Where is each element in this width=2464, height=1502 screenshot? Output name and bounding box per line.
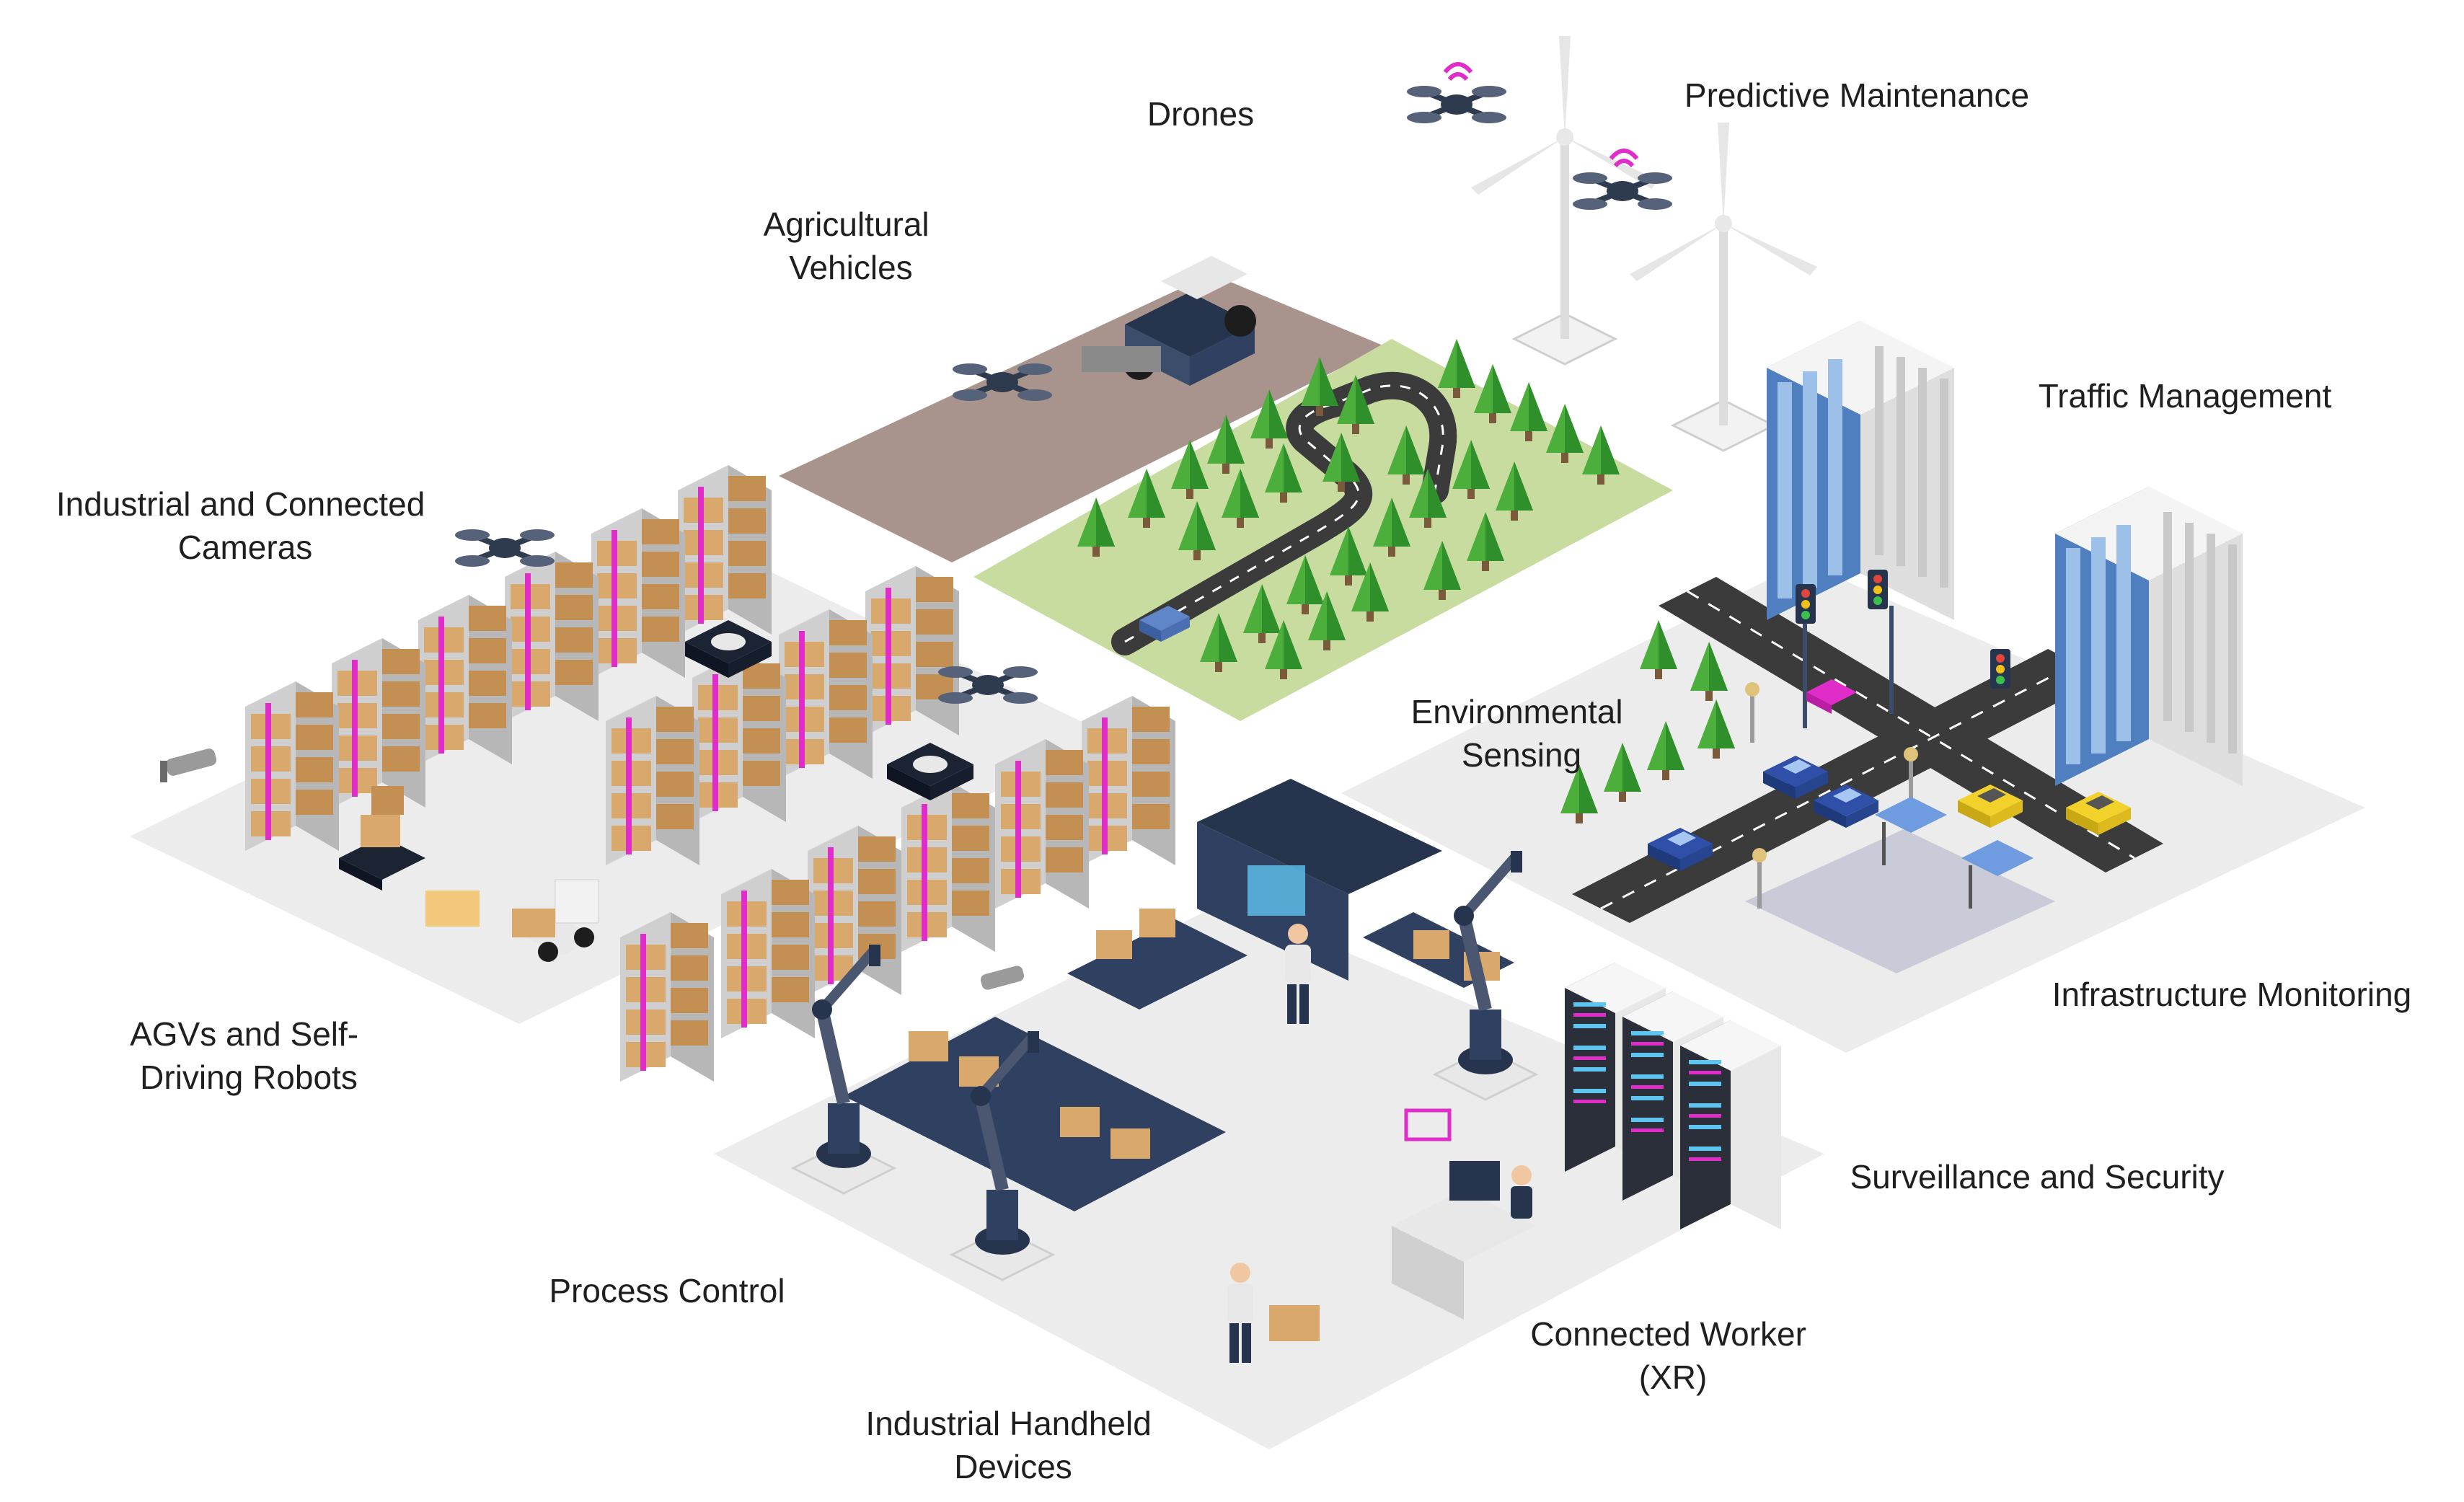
label-process-control: Process Control bbox=[549, 1272, 785, 1309]
traffic-light-icon bbox=[1796, 570, 2010, 728]
wind-turbine-left bbox=[1470, 35, 1660, 366]
xr-workstation bbox=[1392, 1108, 1536, 1320]
label-environmental-sensing: Environmental Sensing bbox=[1411, 693, 1633, 774]
wifi-signal-icon bbox=[1443, 62, 1473, 81]
label-drones: Drones bbox=[1147, 95, 1254, 133]
drone-top-left bbox=[1407, 86, 1506, 123]
scanner-box bbox=[1269, 1305, 1320, 1341]
city-road-vertical bbox=[1659, 577, 2163, 873]
agv-robot bbox=[685, 620, 772, 678]
label-surveillance-security: Surveillance and Security bbox=[1850, 1158, 2224, 1196]
forklift bbox=[512, 879, 599, 962]
office-building-left bbox=[1767, 321, 1954, 620]
drone-top-right bbox=[1573, 172, 1672, 210]
label-traffic-management: Traffic Management bbox=[2039, 377, 2332, 415]
security-camera-icon bbox=[160, 748, 1025, 990]
agv-with-boxes bbox=[339, 786, 425, 891]
control-booth bbox=[1197, 779, 1442, 981]
label-agvs: AGVs and Self- Driving Robots bbox=[130, 1015, 368, 1096]
label-infrastructure-monitoring: Infrastructure Monitoring bbox=[2052, 976, 2412, 1013]
pink-car bbox=[1806, 679, 1857, 714]
label-agricultural-vehicles: Agricultural Vehicles bbox=[764, 206, 939, 286]
warehouse-drone bbox=[455, 529, 555, 567]
wifi-signal-icon bbox=[1609, 149, 1639, 168]
label-predictive-maintenance: Predictive Maintenance bbox=[1684, 76, 2029, 114]
package-box bbox=[425, 891, 480, 927]
label-connected-worker: Connected Worker (XR) bbox=[1530, 1315, 1815, 1396]
label-industrial-handheld: Industrial Handheld Devices bbox=[865, 1405, 1160, 1485]
label-industrial-cameras: Industrial and Connected Cameras bbox=[56, 485, 434, 566]
agricultural-vehicle bbox=[1082, 256, 1256, 386]
agv-robot bbox=[887, 743, 973, 800]
delivery-truck bbox=[1139, 606, 1190, 642]
bus-shelter bbox=[1875, 797, 2034, 909]
